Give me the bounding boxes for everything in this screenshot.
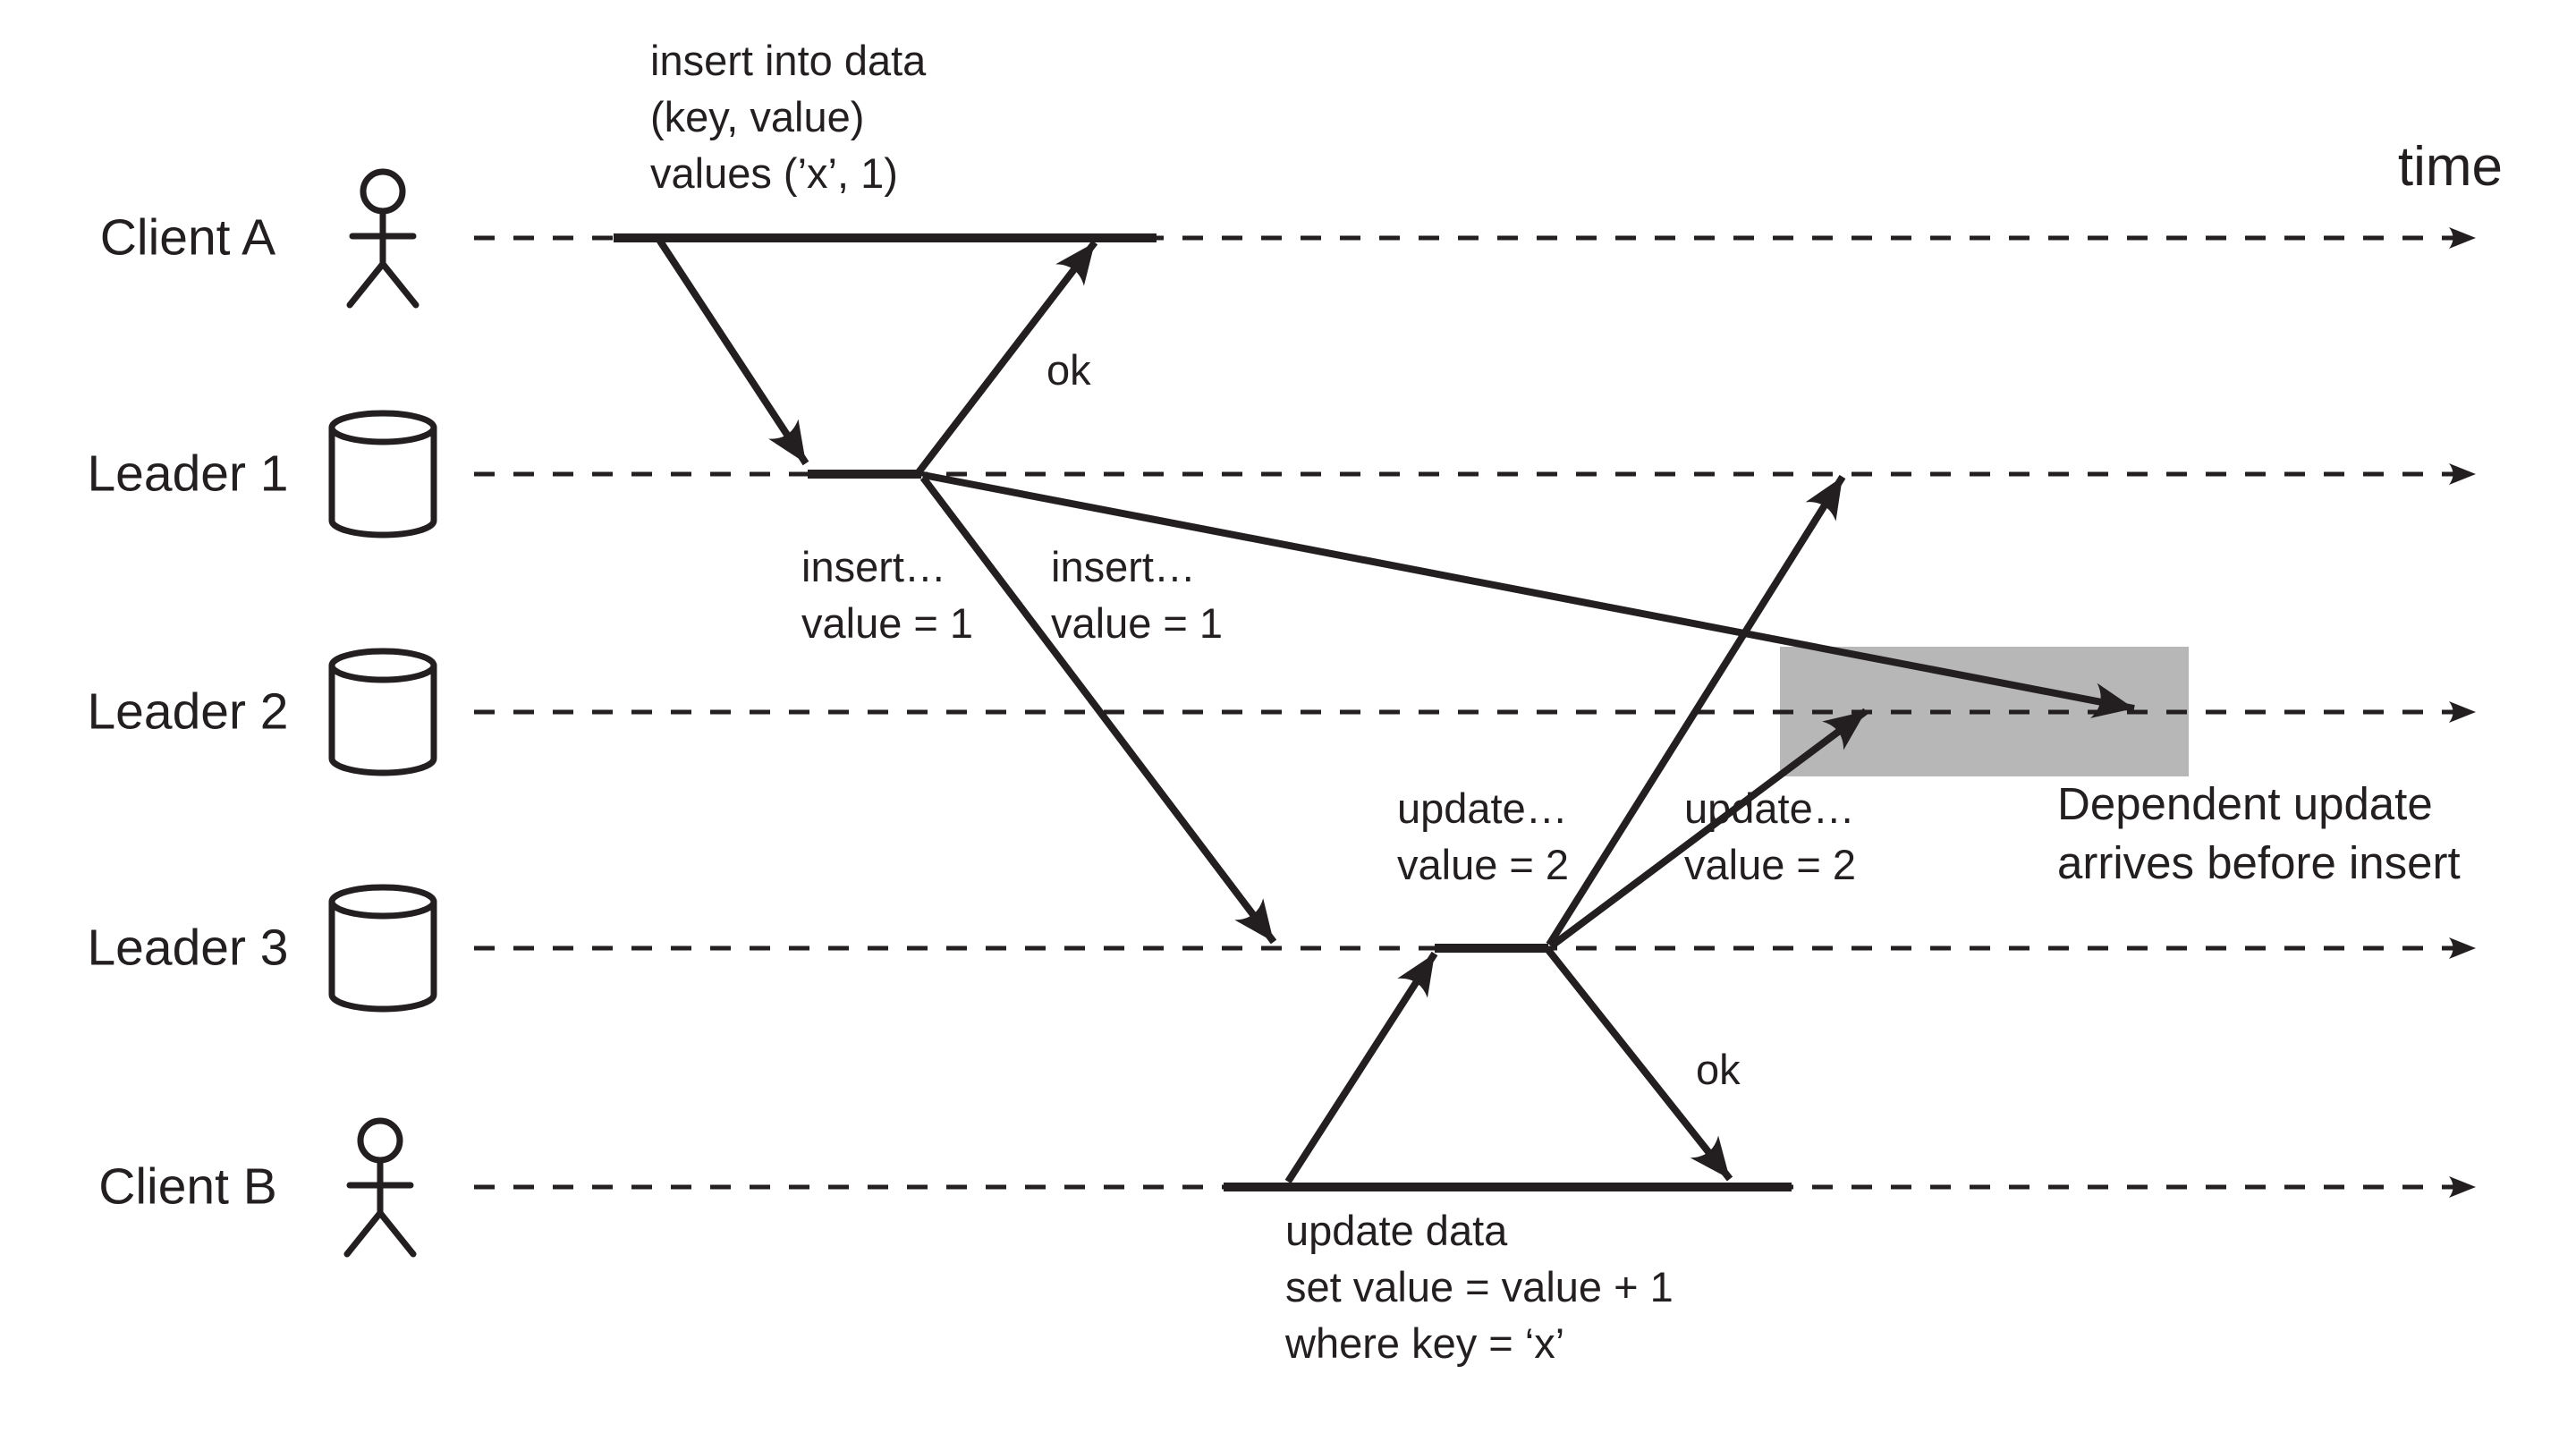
arrow-insert-replication-to-leader3 [919, 475, 1277, 945]
insert-replication-label-2: insert… value = 1 [1051, 543, 1224, 647]
person-icon [343, 1117, 417, 1258]
lane-label-client-a: Client A [99, 208, 276, 267]
insert-replication-label-1: insert… value = 1 [801, 543, 974, 647]
arrow-update-request [1284, 951, 1438, 1184]
update-query-label: update data set value = value + 1 where … [1285, 1207, 1674, 1367]
arrow-update-ok [1545, 947, 1733, 1182]
arrow-update-replication-to-leader2 [1548, 708, 1868, 950]
arrow-insert-ok [915, 240, 1098, 475]
arrow-insert-replication-to-leader2 [922, 471, 2135, 718]
lane-label-client-b: Client B [98, 1157, 277, 1216]
lane-label-leader-1: Leader 1 [87, 445, 289, 503]
database-icon [328, 410, 437, 538]
database-icon [328, 884, 437, 1013]
arrow-update-replication-to-leader1 [1546, 474, 1846, 947]
time-axis-label: time [2397, 136, 2503, 198]
person-icon [346, 168, 419, 309]
database-icon [328, 648, 437, 776]
update-ok-label: ok [1696, 1046, 1741, 1093]
arrow-insert-request [656, 237, 809, 466]
lane-label-leader-3: Leader 3 [87, 919, 289, 977]
insert-ok-label: ok [1046, 346, 1091, 394]
insert-query-label: insert into data (key, value) values (’x… [650, 37, 927, 197]
update-replication-label-1: update… value = 2 [1397, 784, 1570, 888]
dependent-update-note: Dependent update arrives before insert [2057, 778, 2461, 888]
lane-label-leader-2: Leader 2 [87, 683, 289, 741]
update-replication-label-2: update… value = 2 [1684, 784, 1857, 888]
